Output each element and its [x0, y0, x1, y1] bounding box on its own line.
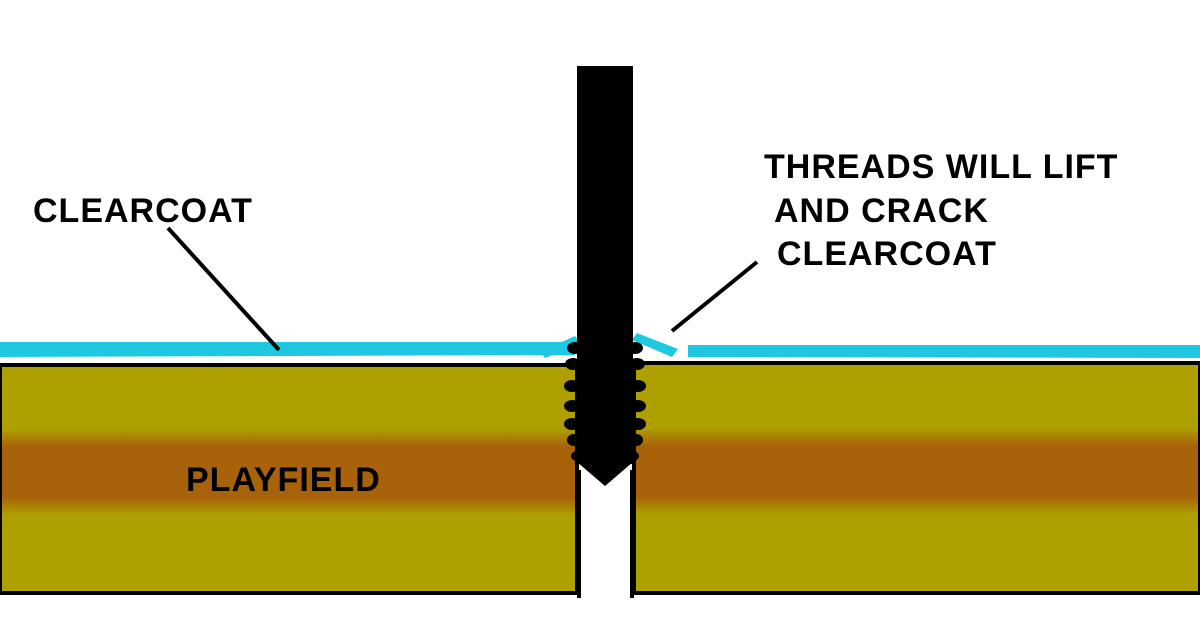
- screw-shank: [577, 66, 633, 464]
- clearcoat-leader-line: [166, 226, 281, 352]
- clearcoat-left-layer: [0, 342, 575, 357]
- clearcoat-lifted-left: [540, 336, 580, 358]
- threads-label-line1: THREADS WILL LIFT: [764, 148, 1118, 186]
- screw-threads: [564, 342, 646, 461]
- threads-label-line2: AND CRACK: [774, 192, 989, 230]
- screw-tip: [577, 462, 633, 486]
- playfield-wood-right: [632, 361, 1200, 595]
- clearcoat-label: CLEARCOAT: [33, 192, 253, 230]
- playfield-label: PLAYFIELD: [186, 461, 381, 499]
- clearcoat-right-layer: [688, 345, 1200, 358]
- threads-leader-line: [670, 260, 759, 333]
- clearcoat-lifted-right: [632, 333, 678, 357]
- threads-label-line3: CLEARCOAT: [777, 235, 997, 273]
